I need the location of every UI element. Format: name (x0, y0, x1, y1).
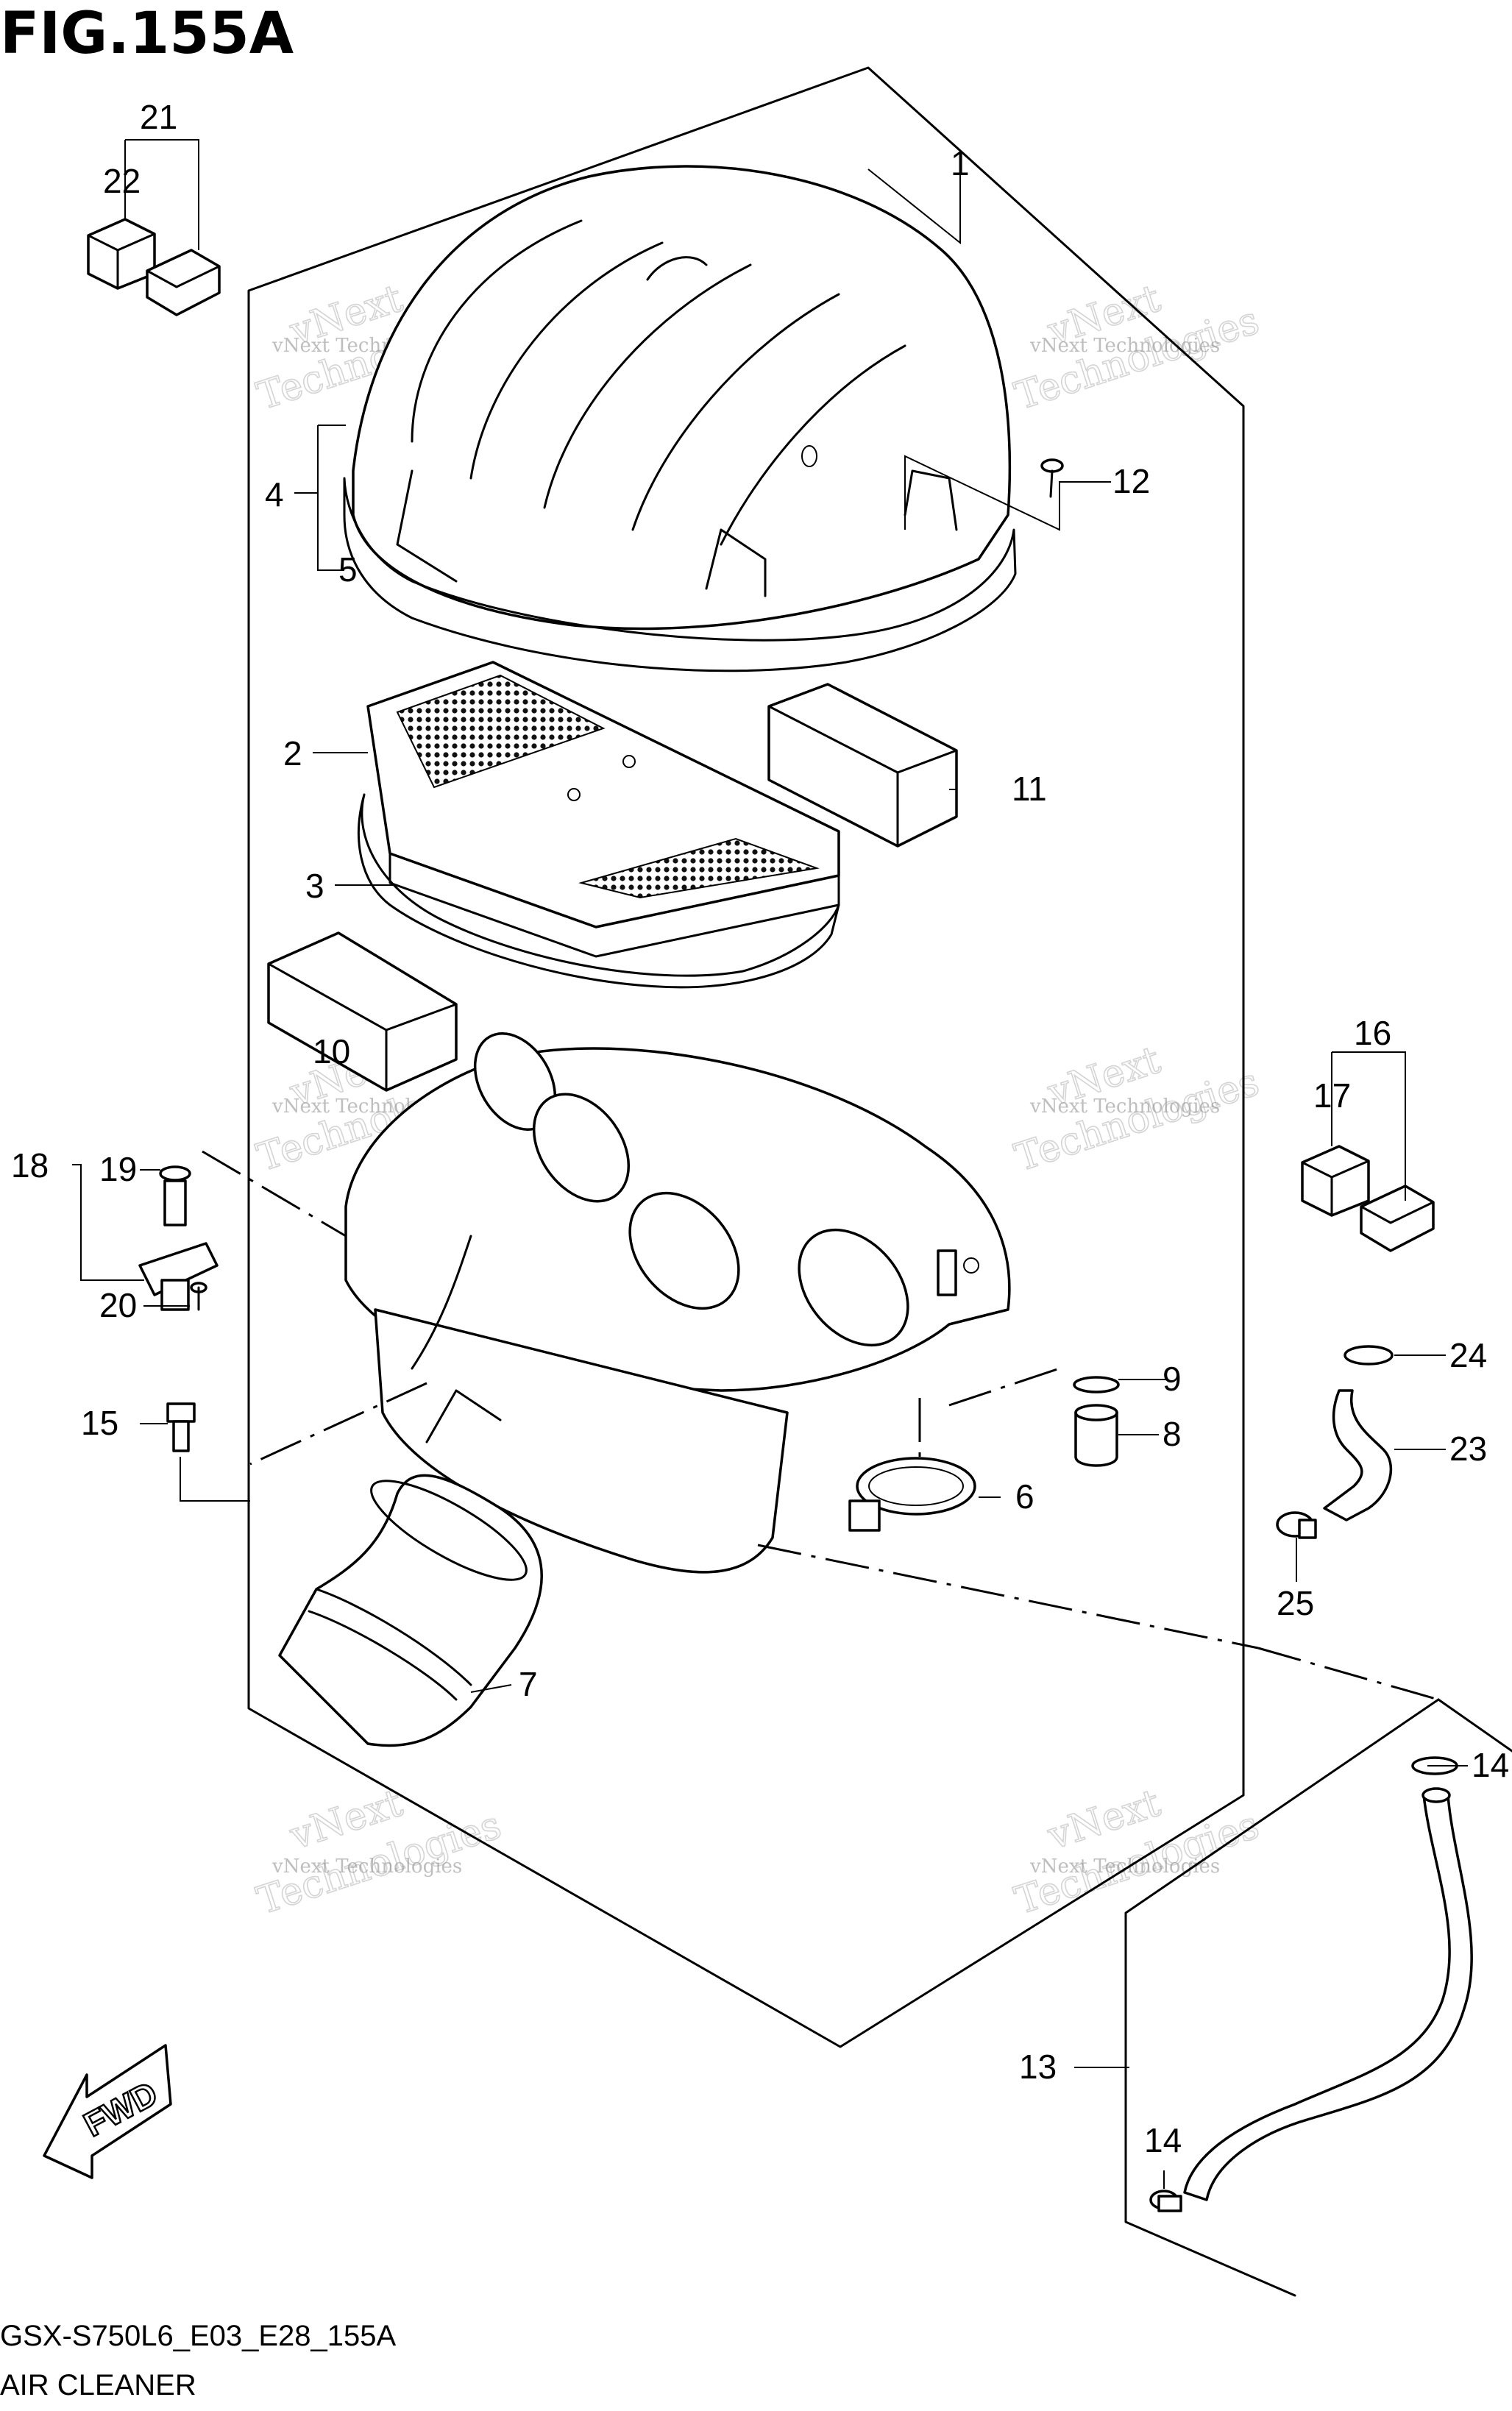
callout-5: 5 (338, 550, 358, 589)
air-filter-element-part (366, 661, 840, 958)
intake-duct-part (278, 1474, 543, 1747)
cap-part-8 (1074, 1404, 1118, 1467)
callout-15: 15 (81, 1404, 118, 1442)
callout-18: 18 (11, 1146, 49, 1185)
watermark-text: vNext Technologies (1029, 1856, 1220, 1878)
bolt-part-20 (190, 1282, 207, 1311)
callout-7: 7 (519, 1665, 538, 1703)
callout-1: 1 (951, 144, 970, 182)
callout-3: 3 (305, 867, 324, 905)
filter-gasket-part (358, 793, 840, 989)
callout-19: 19 (99, 1150, 137, 1188)
block-part-11 (767, 683, 958, 848)
figure-name: AIR CLEANER (0, 2369, 196, 2401)
clamp-part-6 (848, 1457, 976, 1532)
callout-6: 6 (1015, 1477, 1034, 1516)
callout-17: 17 (1313, 1076, 1351, 1115)
callout-23: 23 (1449, 1430, 1487, 1468)
reference-lines (202, 1150, 1439, 1701)
clip-part-24 (1344, 1345, 1394, 1366)
hose-bracket-13 (1437, 1698, 1512, 1753)
callout-8: 8 (1163, 1415, 1182, 1453)
connector-part-16 (1360, 1185, 1435, 1252)
callouts: 1 2 3 4 5 6 7 8 9 10 11 12 13 14 14 15 1… (11, 98, 1509, 2159)
callout-13: 13 (1019, 2048, 1057, 2086)
figure-code: GSX-S750L6_E03_E28_155A (0, 2320, 397, 2352)
lower-case-part (344, 1032, 1011, 1574)
callout-11: 11 (1012, 770, 1047, 808)
clamp-part-25 (1276, 1511, 1317, 1539)
callout-14-upper: 14 (1472, 1746, 1509, 1784)
figure-title: FIG.155A (0, 1, 294, 67)
connector-part-17 (1301, 1145, 1370, 1217)
callout-20: 20 (99, 1286, 137, 1324)
screw-part-12 (1040, 458, 1064, 498)
upper-case-part (352, 165, 1012, 631)
callout-21: 21 (140, 98, 177, 136)
clip-part-9 (1073, 1376, 1120, 1393)
callout-14-lower: 14 (1144, 2121, 1182, 2159)
hose-part-23 (1323, 1389, 1393, 1521)
callout-2: 2 (283, 734, 302, 773)
callout-12: 12 (1112, 462, 1150, 500)
watermark-text: vNext Technologies (271, 1856, 462, 1878)
block-part-10 (267, 931, 458, 1092)
watermark-text: vNext Technologies (1029, 335, 1220, 357)
fwd-arrow-icon: FWD (43, 2044, 172, 2179)
callout-16: 16 (1354, 1014, 1391, 1052)
assembly-boundary (247, 66, 1245, 2048)
connector-part-21 (146, 249, 221, 316)
leader-lines (72, 139, 1468, 2189)
callout-22: 22 (103, 162, 141, 200)
sensor-part-18 (138, 1165, 219, 1311)
bolt-part-15 (166, 1402, 196, 1452)
upper-gasket-part (343, 477, 1017, 672)
hose-part-13 (1183, 1794, 1473, 2201)
watermark-text: vNext Technologies (1029, 1096, 1220, 1118)
callout-10: 10 (313, 1032, 350, 1070)
connector-part-22 (87, 218, 156, 290)
callout-24: 24 (1449, 1336, 1487, 1374)
callout-9: 9 (1163, 1360, 1182, 1398)
callout-25: 25 (1277, 1584, 1314, 1622)
clip-part-14-lower (1149, 2190, 1182, 2212)
callout-4: 4 (265, 475, 284, 514)
